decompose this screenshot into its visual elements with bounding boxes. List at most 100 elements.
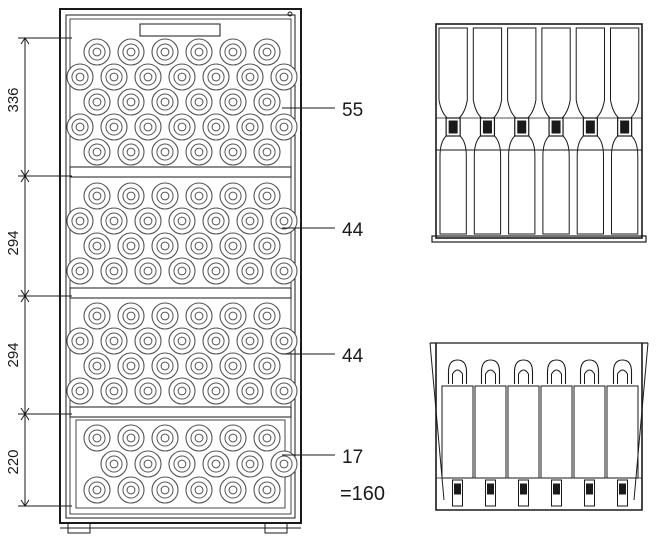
bottle-end [134, 207, 162, 235]
bottle-end [134, 63, 162, 91]
bottle-end [185, 424, 213, 452]
bottle-end [270, 377, 298, 405]
bottle-end [270, 327, 298, 355]
bottle-end [168, 377, 196, 405]
bottle-end [83, 352, 111, 380]
bottle-end [253, 352, 281, 380]
bottle-end [151, 182, 179, 210]
bottle-end [185, 38, 213, 66]
bottle-group-second [66, 182, 298, 285]
bottle-end [185, 182, 213, 210]
bottle-end [151, 38, 179, 66]
bottle-end [100, 327, 128, 355]
bottle-end [83, 38, 111, 66]
bottle-end [202, 63, 230, 91]
bottle-end [168, 113, 196, 141]
total-count: =160 [340, 483, 385, 505]
dimension-294-a: 294 [5, 230, 22, 255]
bottle-end [202, 207, 230, 235]
bottle-end [83, 476, 111, 504]
shelf-side-view-top [431, 23, 647, 243]
bottle-end [253, 182, 281, 210]
bottle-end [270, 207, 298, 235]
bottle-end [219, 424, 247, 452]
bottle-side [541, 27, 571, 235]
bottle-end [219, 352, 247, 380]
bottle-end [151, 476, 179, 504]
bottle-end [83, 232, 111, 260]
bottle-end [202, 450, 230, 478]
count-44-b: 44 [342, 346, 364, 367]
bottle-end [66, 327, 94, 355]
bottle-end [219, 302, 247, 330]
bottle-end [236, 207, 264, 235]
bottle-end [168, 450, 196, 478]
bottle-end [185, 352, 213, 380]
shelf-side-view-bottom [429, 342, 649, 511]
bottle-end [100, 450, 128, 478]
bottle-end [151, 88, 179, 116]
bottle-end [151, 232, 179, 260]
bottle-end [253, 38, 281, 66]
bottle-end [270, 63, 298, 91]
bottle-end [117, 476, 145, 504]
bottle-end [236, 63, 264, 91]
bottle-end [270, 257, 298, 285]
bottle-group-third [66, 302, 298, 405]
bottle-side [441, 359, 474, 507]
bottle-end [117, 38, 145, 66]
bottle-end [100, 207, 128, 235]
bottle-end [66, 113, 94, 141]
bottle-end [117, 302, 145, 330]
bottle-group-bottom [83, 424, 298, 504]
bottle-end [168, 63, 196, 91]
bottle-end [151, 352, 179, 380]
bottle-end [219, 138, 247, 166]
bottle-end [236, 327, 264, 355]
bottle-end [134, 257, 162, 285]
bottle-end [100, 257, 128, 285]
dimension-294-b: 294 [5, 342, 22, 367]
bottle-end [83, 138, 111, 166]
bottle-end [219, 88, 247, 116]
bottle-end [202, 327, 230, 355]
bottle-end [168, 257, 196, 285]
bottle-end [117, 352, 145, 380]
bottle-end [117, 232, 145, 260]
bottle-end [185, 88, 213, 116]
bottle-end [236, 257, 264, 285]
bottle-end [66, 63, 94, 91]
bottle-side [438, 27, 468, 235]
bottle-end [185, 232, 213, 260]
dimension-lines [18, 37, 72, 507]
bottle-side [540, 359, 573, 507]
bottle-end [134, 327, 162, 355]
bottle-end [202, 257, 230, 285]
leader-lines [282, 107, 335, 456]
bottle-end [134, 113, 162, 141]
bottle-side [472, 27, 503, 235]
bottle-side [610, 27, 640, 235]
dimension-336: 336 [5, 87, 22, 112]
bottle-end [270, 450, 298, 478]
bottle-end [168, 327, 196, 355]
bottle-end [270, 113, 298, 141]
bottle-end [83, 88, 111, 116]
bottle-end [100, 113, 128, 141]
bottle-end [219, 476, 247, 504]
count-17: 17 [342, 447, 363, 468]
bottle-side [507, 27, 537, 235]
bottle-end [117, 138, 145, 166]
bottle-end [134, 377, 162, 405]
bottle-end [151, 424, 179, 452]
count-55: 55 [342, 100, 363, 121]
bottle-group-top [66, 38, 298, 166]
shelves [69, 166, 292, 418]
bottle-end [66, 257, 94, 285]
bottle-side [573, 359, 606, 507]
bottle-end [117, 182, 145, 210]
bottle-end [253, 424, 281, 452]
bottle-side [575, 27, 605, 235]
bottle-end [236, 113, 264, 141]
bottle-end [253, 476, 281, 504]
